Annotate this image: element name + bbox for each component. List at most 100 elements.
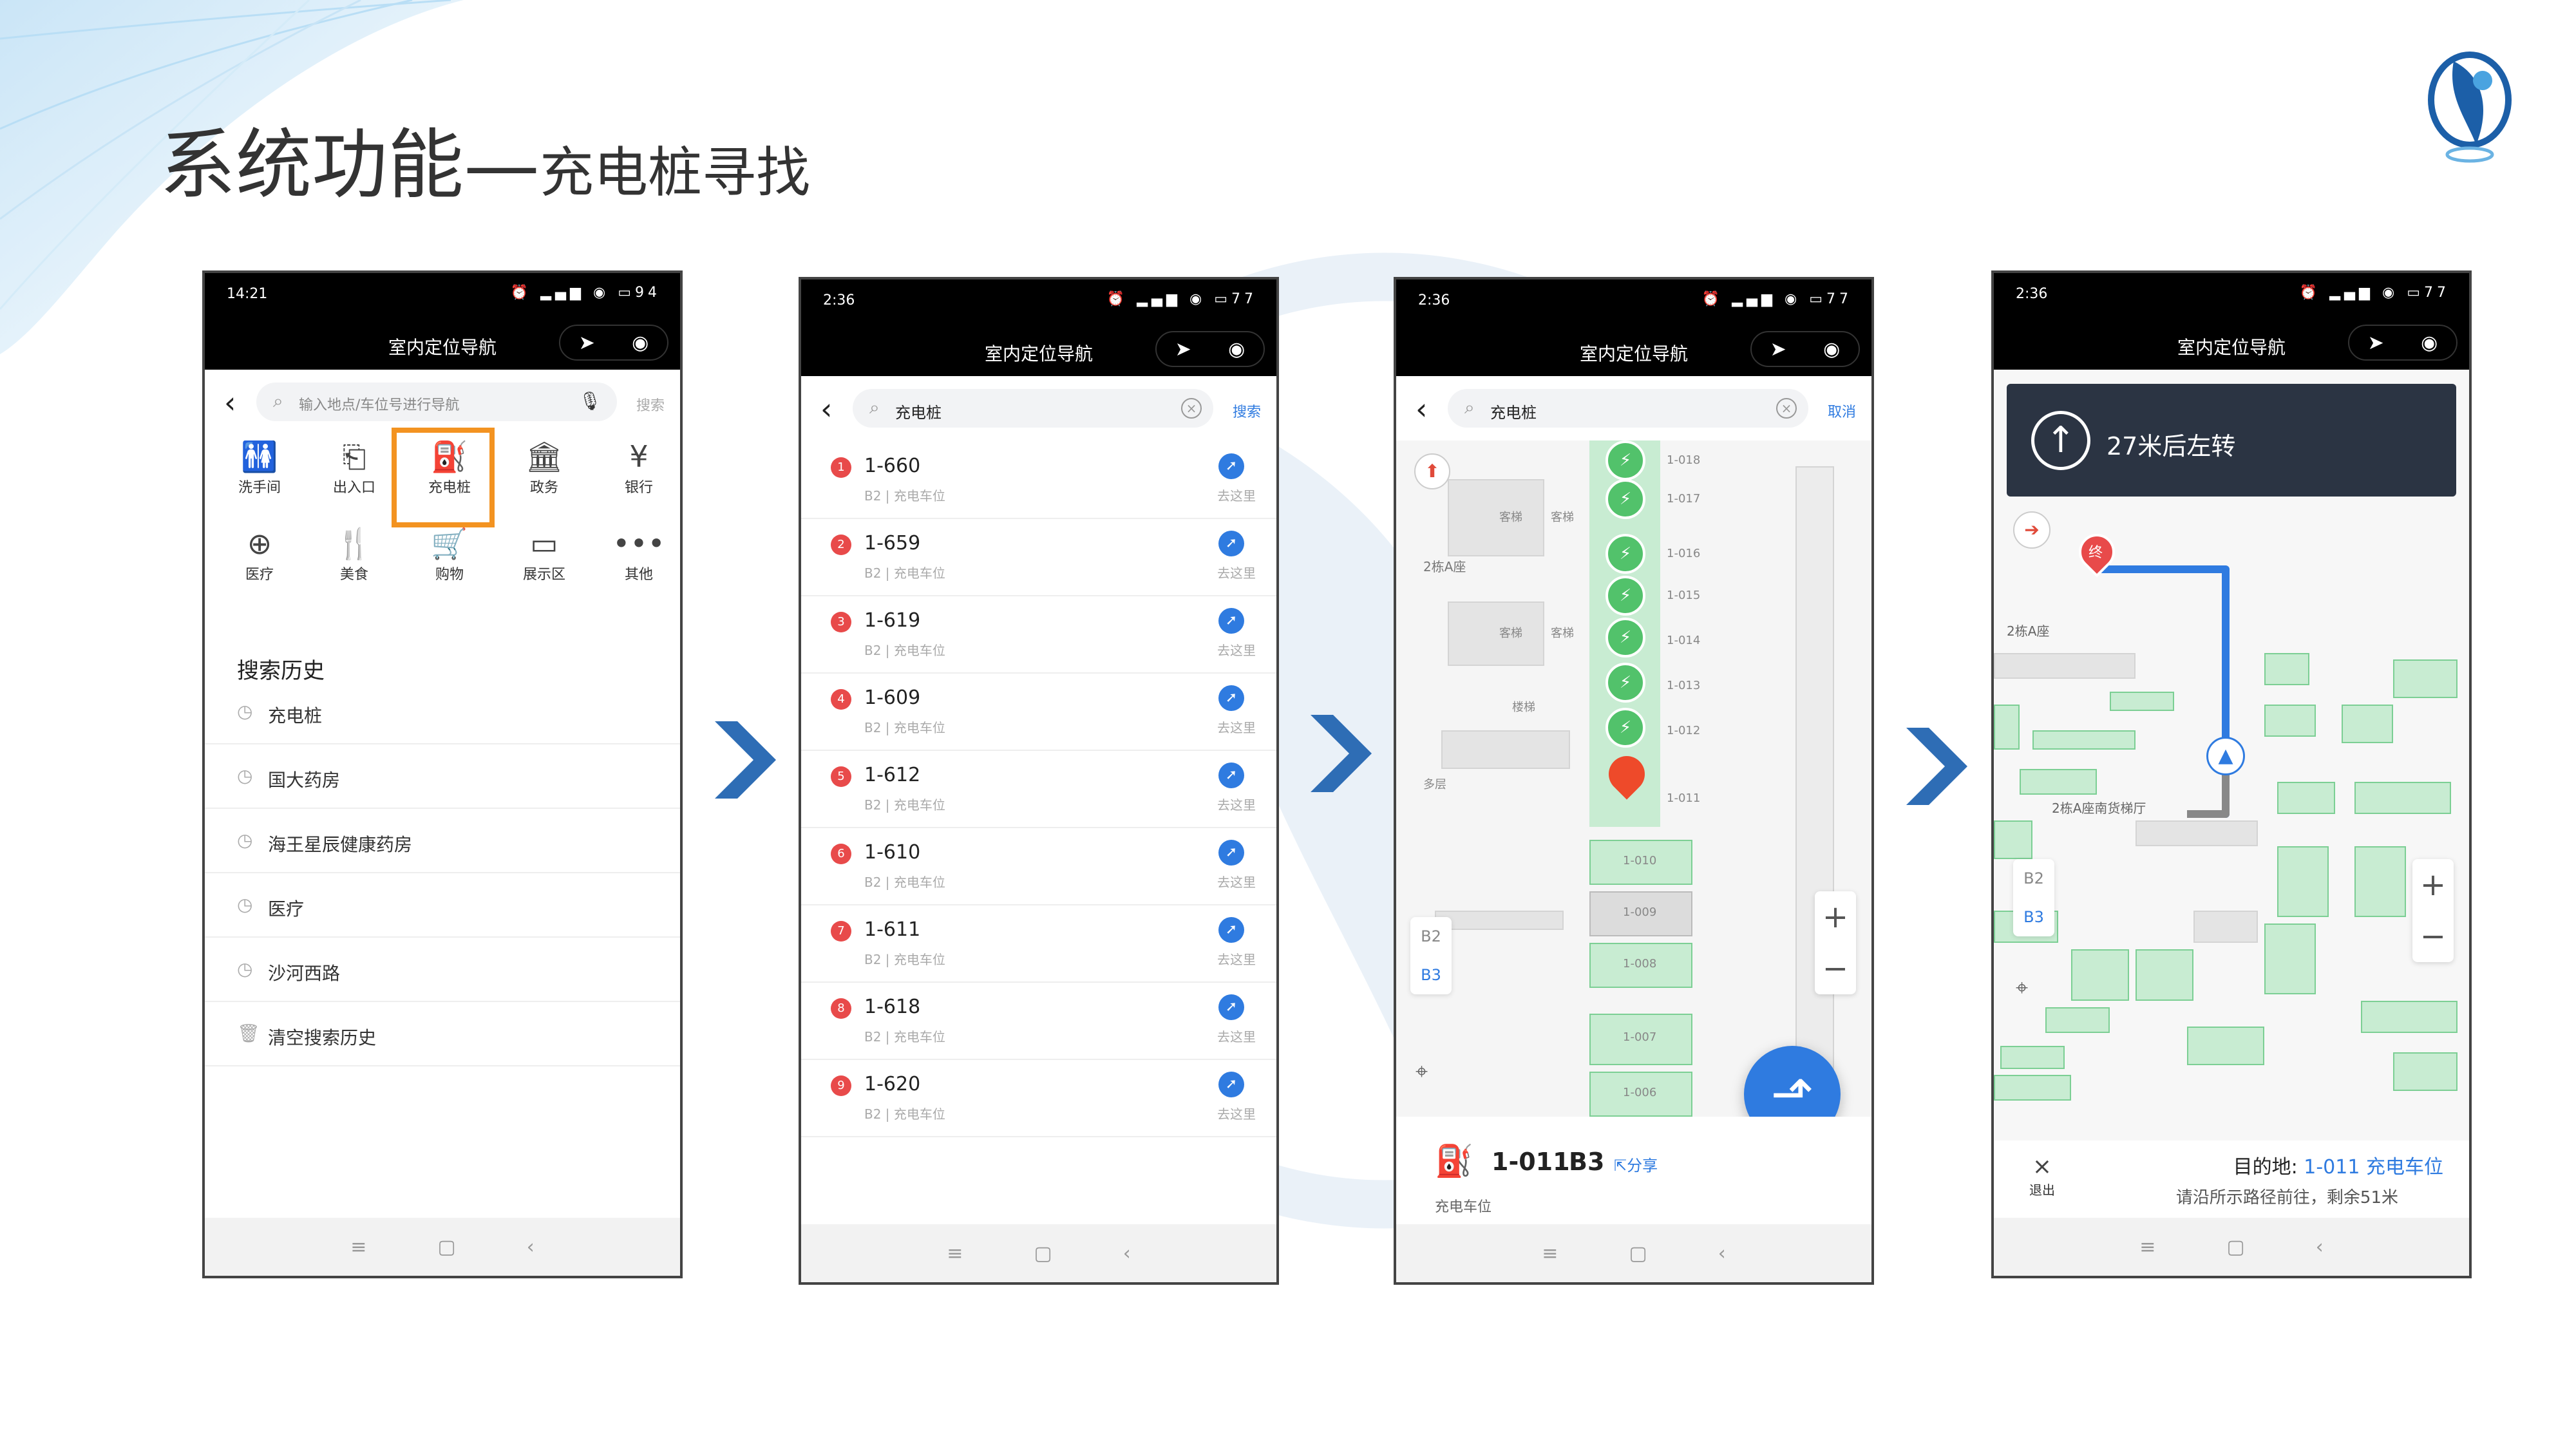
category-charging-pile[interactable]: ⛽充电桩 bbox=[411, 437, 488, 497]
menu-icon[interactable]: ≡ bbox=[2139, 1235, 2156, 1258]
history-item[interactable]: ◷国大药房 bbox=[205, 744, 680, 809]
zoom-out-button[interactable]: − bbox=[2420, 918, 2447, 954]
search-input[interactable]: ⌕ 充电桩 × bbox=[1448, 389, 1808, 428]
target-icon[interactable]: ◉ bbox=[1823, 337, 1841, 361]
menu-icon[interactable]: ≡ bbox=[350, 1235, 367, 1258]
floor-b2[interactable]: B2 bbox=[2023, 869, 2044, 887]
charging-pin-icon[interactable]: ⚡ bbox=[1605, 708, 1645, 748]
back-chevron-icon[interactable]: ‹ bbox=[820, 392, 833, 426]
category-food[interactable]: 🍴美食 bbox=[316, 524, 393, 583]
search-input[interactable]: ⌕ 输入地点/车位号进行导航 🎙 bbox=[256, 383, 617, 421]
floor-switcher[interactable]: B2 B3 bbox=[1410, 917, 1452, 994]
go-here-label[interactable]: 去这里 bbox=[1217, 797, 1256, 813]
navigate-icon[interactable]: ➚ bbox=[1218, 762, 1244, 788]
clear-history-button[interactable]: 🗑清空搜索历史 bbox=[205, 1002, 680, 1066]
back-icon[interactable]: ‹ bbox=[1718, 1242, 1726, 1265]
charging-pin-icon[interactable]: ⚡ bbox=[1605, 618, 1645, 658]
go-here-label[interactable]: 去这里 bbox=[1217, 875, 1256, 890]
search-input[interactable]: ⌕ 充电桩 × bbox=[853, 389, 1213, 428]
target-icon[interactable]: ◉ bbox=[1228, 337, 1245, 361]
back-icon[interactable]: ‹ bbox=[1122, 1242, 1131, 1265]
floor-b2[interactable]: B2 bbox=[1421, 927, 1441, 945]
category-government[interactable]: 🏛政务 bbox=[506, 437, 583, 497]
menu-icon[interactable]: ≡ bbox=[1542, 1242, 1558, 1265]
target-icon[interactable]: ◉ bbox=[632, 331, 649, 354]
go-here-label[interactable]: 去这里 bbox=[1217, 952, 1256, 967]
microphone-icon[interactable]: 🎙 bbox=[578, 390, 601, 412]
floor-b3[interactable]: B3 bbox=[1421, 966, 1441, 984]
slot-info-card[interactable]: ⛽ 1-011 B3 ⇱分享 充电车位 bbox=[1396, 1117, 1871, 1233]
menu-icon[interactable]: ≡ bbox=[947, 1242, 963, 1265]
charging-pin-icon[interactable]: ⚡ bbox=[1605, 479, 1645, 519]
category-restroom[interactable]: 🚻洗手间 bbox=[221, 437, 298, 497]
home-icon[interactable]: ▢ bbox=[437, 1235, 456, 1258]
zoom-in-button[interactable]: + bbox=[1822, 899, 1849, 935]
search-button[interactable]: 搜索 bbox=[1232, 404, 1261, 421]
home-icon[interactable]: ▢ bbox=[2226, 1235, 2245, 1258]
go-here-label[interactable]: 去这里 bbox=[1217, 1106, 1256, 1122]
navigate-icon[interactable]: ➚ bbox=[1218, 917, 1244, 943]
back-chevron-icon[interactable]: ‹ bbox=[1416, 392, 1428, 426]
go-here-label[interactable]: 去这里 bbox=[1217, 488, 1256, 504]
locate-me-icon[interactable]: ⌖ bbox=[1416, 1059, 1428, 1084]
charging-pin-icon[interactable]: ⚡ bbox=[1605, 534, 1645, 574]
charging-pin-icon[interactable]: ⚡ bbox=[1605, 440, 1645, 480]
history-item[interactable]: ◷沙河西路 bbox=[205, 938, 680, 1002]
charging-pin-icon[interactable]: ⚡ bbox=[1605, 576, 1645, 616]
navigate-icon[interactable]: ➚ bbox=[1218, 608, 1244, 634]
locate-arrow-icon[interactable]: ➤ bbox=[2367, 331, 2384, 354]
locate-me-icon[interactable]: ⌖ bbox=[2016, 975, 2029, 1001]
category-more[interactable]: •••其他 bbox=[600, 524, 677, 583]
share-link[interactable]: ⇱分享 bbox=[1614, 1157, 1658, 1175]
go-here-label[interactable]: 去这里 bbox=[1217, 565, 1256, 581]
home-icon[interactable]: ▢ bbox=[1034, 1242, 1052, 1265]
indoor-map[interactable]: 2栋A座 客梯 客梯 客梯 客梯 楼梯 多层 ⚡ ⚡ ⚡ ⚡ ⚡ ⚡ ⚡ 1-0… bbox=[1396, 440, 1871, 1149]
search-button[interactable]: 搜索 bbox=[636, 398, 665, 414]
target-icon[interactable]: ◉ bbox=[2421, 331, 2438, 354]
zoom-out-button[interactable]: − bbox=[1822, 951, 1849, 987]
category-exhibition[interactable]: ▭展示区 bbox=[506, 524, 583, 583]
cancel-button[interactable]: 取消 bbox=[1827, 404, 1856, 421]
navigate-icon[interactable]: ➚ bbox=[1218, 453, 1244, 479]
parking-slot[interactable] bbox=[1589, 1014, 1692, 1065]
back-icon[interactable]: ‹ bbox=[526, 1235, 535, 1258]
parking-slot[interactable] bbox=[1589, 840, 1692, 885]
parking-slot[interactable] bbox=[1589, 943, 1692, 988]
exit-navigation-button[interactable]: × 退出 bbox=[2020, 1153, 2065, 1198]
back-chevron-icon[interactable]: ‹ bbox=[224, 385, 236, 420]
parking-slot[interactable] bbox=[1589, 891, 1692, 936]
locate-arrow-icon[interactable]: ➤ bbox=[1770, 337, 1786, 361]
home-icon[interactable]: ▢ bbox=[1629, 1242, 1647, 1265]
clear-icon[interactable]: × bbox=[1776, 398, 1797, 419]
zoom-in-button[interactable]: + bbox=[2420, 867, 2447, 903]
navigate-icon[interactable]: ➚ bbox=[1218, 994, 1244, 1020]
history-item[interactable]: ◷充电桩 bbox=[205, 680, 680, 744]
history-item[interactable]: ◷医疗 bbox=[205, 873, 680, 938]
navigate-icon[interactable]: ➚ bbox=[1218, 685, 1244, 711]
floor-b3[interactable]: B3 bbox=[2023, 908, 2044, 926]
category-bank[interactable]: ¥银行 bbox=[600, 437, 677, 497]
floor-switcher[interactable]: B2 B3 bbox=[2013, 859, 2054, 936]
compass-icon[interactable]: ⬆ bbox=[1414, 453, 1450, 489]
parking-slot[interactable] bbox=[1589, 1072, 1692, 1117]
navigate-icon[interactable]: ➚ bbox=[1218, 1072, 1244, 1097]
category-exit[interactable]: ⎗出入口 bbox=[316, 437, 393, 497]
back-icon[interactable]: ‹ bbox=[2315, 1235, 2324, 1258]
charging-pin-icon[interactable]: ⚡ bbox=[1605, 663, 1645, 703]
navigate-icon[interactable]: ➚ bbox=[1218, 531, 1244, 556]
compass-icon[interactable]: ➔ bbox=[2013, 511, 2050, 549]
go-here-label[interactable]: 去这里 bbox=[1217, 1029, 1256, 1045]
go-here-label[interactable]: 去这里 bbox=[1217, 643, 1256, 658]
locate-arrow-icon[interactable]: ➤ bbox=[578, 331, 595, 354]
category-medical[interactable]: ⊕医疗 bbox=[221, 524, 298, 583]
navigate-icon[interactable]: ➚ bbox=[1218, 840, 1244, 866]
go-here-label[interactable]: 去这里 bbox=[1217, 720, 1256, 735]
